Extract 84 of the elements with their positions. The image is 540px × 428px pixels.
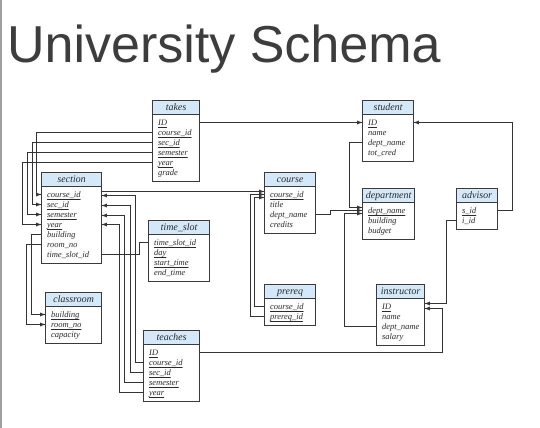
table-box	[41, 172, 102, 264]
attribute-name: grade	[158, 167, 178, 177]
arrow	[31, 234, 46, 316]
attribute-name: time_slot_id	[47, 249, 90, 259]
table-header: course	[265, 173, 315, 187]
table-header: section	[42, 173, 101, 187]
arrow	[27, 152, 152, 216]
table-box	[376, 284, 425, 346]
arrow	[200, 120, 362, 124]
arrow	[414, 120, 513, 211]
attribute-name: end_time	[154, 267, 186, 277]
arrow	[250, 192, 264, 317]
table-header: prereq	[265, 285, 315, 299]
table-box	[152, 100, 200, 182]
attribute-name: time_slot_id	[154, 237, 196, 247]
title: University Schema	[7, 16, 440, 74]
attribute-name: name	[382, 311, 400, 321]
attribute-name: year	[47, 219, 62, 229]
arrow	[316, 208, 362, 215]
table-header: time_slot	[149, 221, 209, 235]
attribute-name: course_id	[47, 189, 81, 199]
table-header: classroom	[46, 293, 101, 307]
table-header: teaches	[144, 331, 199, 345]
table-header: student	[363, 101, 413, 115]
arrow	[26, 244, 46, 326]
attribute-name: dept_name	[382, 321, 420, 331]
arrow	[200, 306, 443, 353]
attribute-name: start_time	[154, 257, 188, 267]
table-box	[148, 220, 210, 282]
attribute-name: s_id	[462, 205, 476, 215]
arrow	[32, 142, 152, 206]
attribute-name: semester	[47, 209, 77, 219]
table-box	[143, 330, 200, 402]
attribute-name: ID	[382, 301, 391, 311]
attribute-name: course_id	[158, 127, 192, 137]
table-header: instructor	[377, 285, 424, 299]
table-box	[45, 292, 102, 344]
attribute-name: building	[51, 309, 80, 319]
attribute-name: prereq_id	[270, 311, 303, 321]
arrow	[102, 190, 264, 194]
table-header: advisor	[457, 189, 497, 203]
table-box	[264, 172, 316, 234]
arrow	[349, 142, 362, 210]
table-header: takes	[153, 101, 199, 115]
attribute-name: dept_name	[368, 137, 406, 147]
arrow	[36, 132, 152, 196]
table-box	[362, 100, 414, 162]
attribute-name: capacity	[51, 329, 80, 339]
attribute-name: ID	[158, 117, 167, 127]
attribute-name: salary	[382, 331, 404, 341]
attribute-name: credits	[270, 219, 293, 229]
attribute-name: semester	[158, 147, 188, 157]
attribute-name: course_id	[270, 301, 304, 311]
attribute-name: sec_id	[149, 367, 171, 377]
table-box	[362, 188, 415, 240]
arrow	[22, 162, 152, 226]
table-header: department	[363, 189, 414, 203]
attribute-name: day	[154, 247, 166, 257]
arrow	[424, 220, 456, 306]
table-box	[264, 284, 316, 326]
attribute-name: ID	[368, 117, 377, 127]
attribute-name: ID	[149, 347, 158, 357]
attribute-name: sec_id	[158, 137, 180, 147]
attribute-name: tot_cred	[368, 147, 396, 157]
attribute-name: room_no	[51, 319, 82, 329]
attribute-name: building	[368, 215, 396, 225]
attribute-name: course_id	[270, 189, 304, 199]
attribute-name: sec_id	[47, 199, 69, 209]
attribute-name: building	[47, 229, 76, 239]
attribute-name: name	[368, 127, 386, 137]
arrow	[254, 196, 264, 307]
attribute-name: room_no	[47, 239, 78, 249]
attribute-name: year	[158, 157, 174, 167]
attribute-name: dept_name	[368, 205, 406, 215]
arrow	[344, 212, 376, 327]
table-box	[456, 188, 498, 230]
attribute-name: i_id	[462, 215, 476, 225]
attribute-name: semester	[149, 377, 179, 387]
attribute-name: dept_name	[270, 209, 308, 219]
attribute-name: budget	[368, 225, 392, 235]
attribute-name: course_id	[149, 357, 183, 367]
attribute-name: year	[149, 387, 164, 397]
attribute-name: title	[270, 199, 284, 209]
connector-line	[102, 242, 148, 255]
